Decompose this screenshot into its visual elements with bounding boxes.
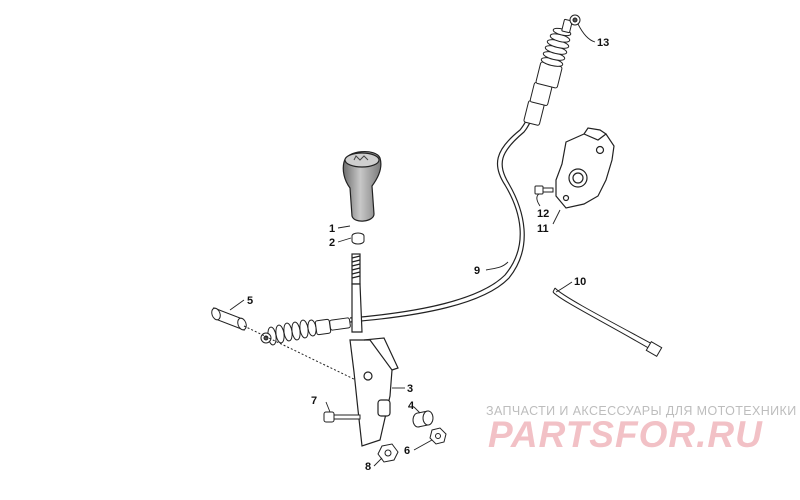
pin-part-5 [211,307,361,383]
watermark-logo: PARTSFOR.RU [488,414,763,455]
callout-7: 7 [311,395,317,407]
shift-bracket-part-3 [349,337,399,447]
nut-part-8 [377,443,399,463]
leader-4 [413,406,421,414]
cable-upper-end [523,14,581,126]
callout-10: 10 [574,276,586,288]
leader-1 [337,225,351,229]
bushing-part-4 [412,410,434,428]
leader-9 [485,261,509,271]
cable-lower-end [260,317,351,346]
callout-5: 5 [247,295,253,307]
watermark-caption: ЗАПЧАСТИ И АКСЕССУАРЫ ДЛЯ МОТОТЕХНИКИ [486,404,797,418]
cable-tie-part-10 [552,287,663,358]
shift-cable [349,101,537,323]
shift-lever-shaft [351,253,363,333]
nut-part-6 [429,427,447,445]
bolt-part-7 [323,411,361,423]
callouts [229,23,596,467]
callout-3: 3 [407,383,413,395]
leader-6 [413,439,433,451]
shift-knob-part-1 [342,151,382,222]
callout-6: 6 [404,445,410,457]
leader-7 [325,401,331,413]
leader-5 [229,299,245,311]
callout-labels: 1 2 3 4 5 6 7 8 9 10 11 12 13 [247,37,609,473]
clip-part-13 [569,14,581,26]
cable-lower-boot [267,319,317,346]
cable-upper-boot [540,27,572,67]
leader-11 [552,209,561,225]
screw-part-12 [534,185,554,195]
callout-12: 12 [537,208,549,220]
lever-thread [351,253,361,285]
mounting-bracket-part-11 [555,127,615,209]
callout-11: 11 [537,223,549,235]
callout-8: 8 [365,461,371,473]
leader-12 [536,193,541,207]
callout-2: 2 [329,237,335,249]
leader-8 [373,457,383,467]
callout-9: 9 [474,265,480,277]
callout-1: 1 [329,223,335,235]
leader-2 [337,237,352,243]
callout-13: 13 [597,37,609,49]
leader-10 [555,281,573,293]
nut-part-2 [351,232,365,245]
leader-13 [577,23,596,43]
callout-4: 4 [408,400,415,412]
